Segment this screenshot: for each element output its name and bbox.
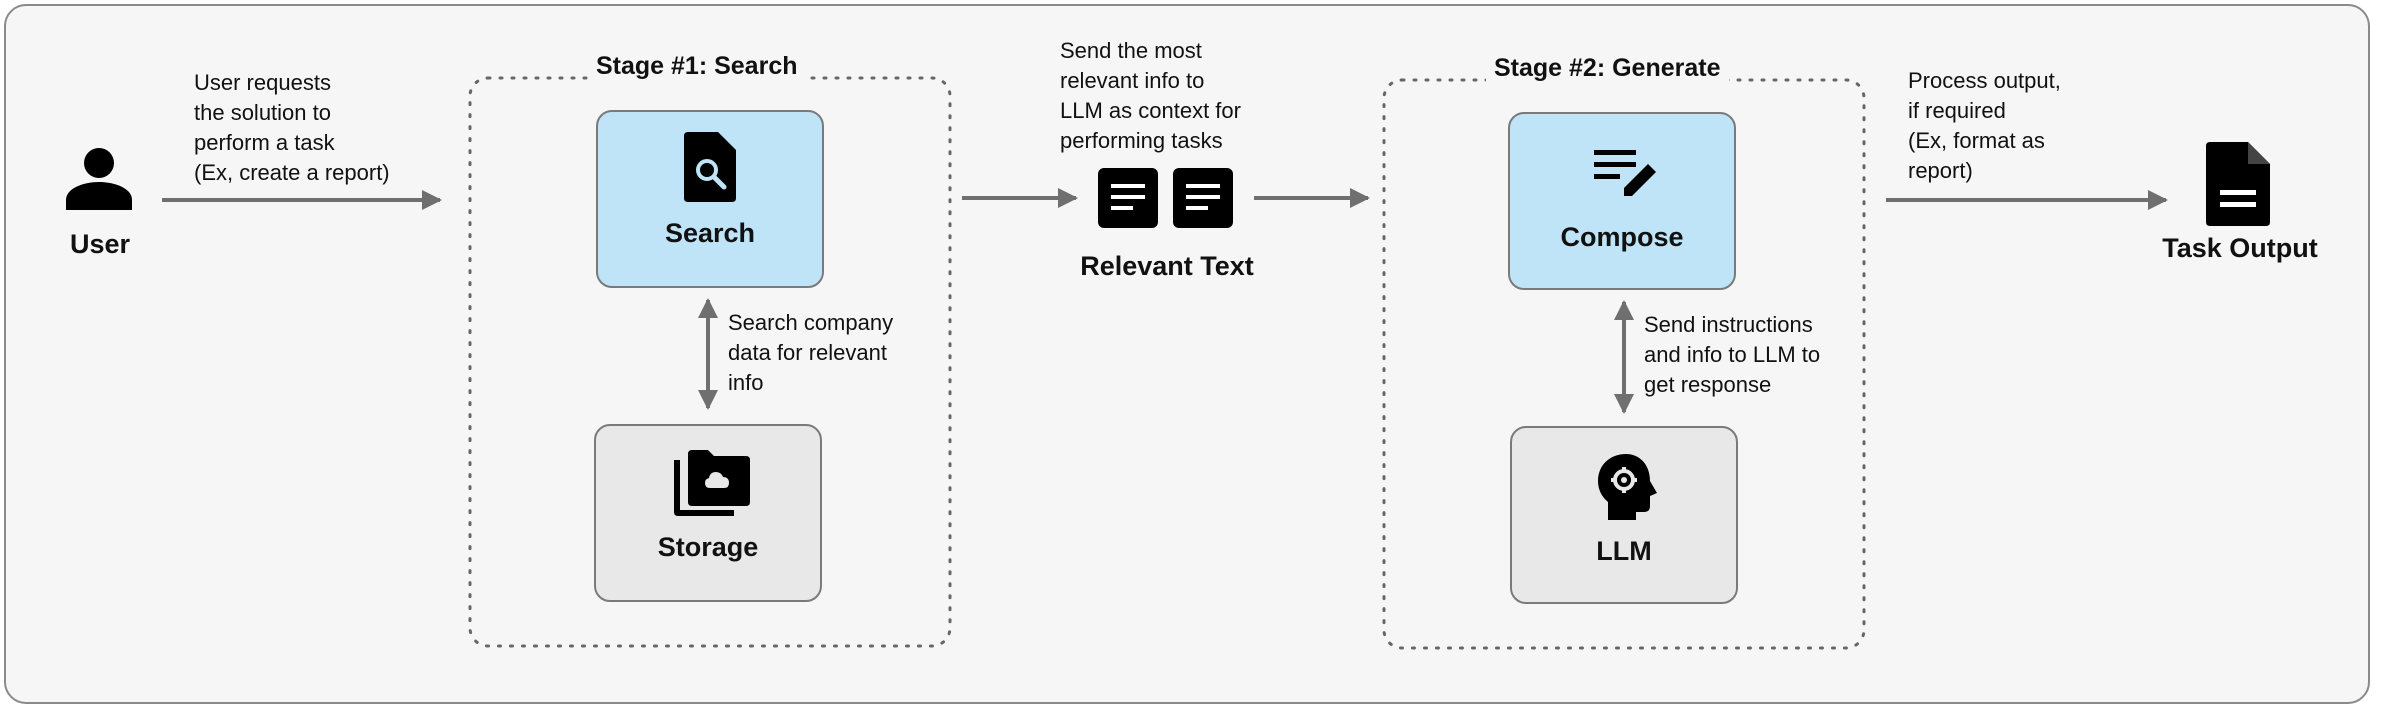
llm-box: LLM [1510, 426, 1738, 604]
relevant-text-label: Relevant Text [1080, 251, 1254, 281]
person-icon [64, 146, 134, 212]
storage-label: Storage [657, 532, 759, 562]
cloud-folder-icon [674, 450, 750, 516]
file-icon [2204, 142, 2272, 226]
document-icon [1098, 168, 1158, 228]
brain-head-icon [1596, 454, 1660, 520]
stage-2-title: Stage #2: Generate [1486, 54, 1729, 83]
send-context-annotation: Send the most relevant info to LLM as co… [1060, 38, 1241, 153]
task-output-label: Task Output [2162, 233, 2318, 263]
storage-box: Storage [594, 424, 822, 602]
llm-label: LLM [1596, 536, 1652, 566]
compose-label: Compose [1560, 222, 1684, 252]
diagram-frame [4, 4, 2370, 704]
user-request-annotation: User requests the solution to perform a … [194, 70, 390, 185]
process-output-annotation: Process output, if required (Ex, format … [1908, 68, 2061, 183]
user-label: User [69, 229, 131, 259]
stage-1-title: Stage #1: Search [588, 52, 806, 81]
compose-llm-annotation: Send instructions and info to LLM to get… [1644, 312, 1821, 397]
search-storage-annotation: Search company data for relevant info [728, 310, 894, 395]
search-label: Search [664, 218, 756, 248]
file-search-icon [682, 132, 738, 202]
document-icon [1173, 168, 1233, 228]
edit-notes-icon [1594, 146, 1658, 202]
compose-box: Compose [1508, 112, 1736, 290]
search-box: Search [596, 110, 824, 288]
